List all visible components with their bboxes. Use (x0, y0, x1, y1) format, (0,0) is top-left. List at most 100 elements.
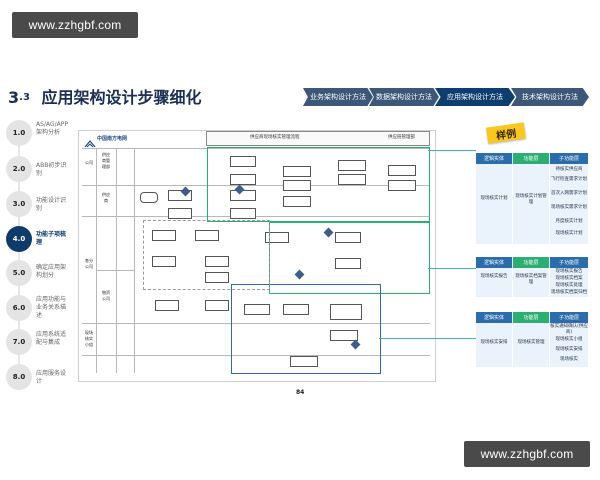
flow-box (168, 190, 192, 201)
highlight-blue-arrangement (231, 284, 381, 374)
panel-item: 现场核实 (560, 357, 578, 362)
flow-box (152, 256, 176, 267)
step-8-circle[interactable]: 8.0 (6, 364, 32, 390)
tab-data-architecture[interactable]: 数据架构设计方法 (369, 88, 439, 106)
flow-box (265, 232, 289, 243)
connector-line (379, 338, 476, 339)
flow-box (205, 272, 229, 283)
step-5-circle[interactable]: 5.0 (6, 260, 32, 286)
lane-label-materials: 物资公司 (102, 290, 110, 301)
mapping-panel-report: 逻辑实体 功能层 子功能层 现场核实报告 现场核实档案管理 现场核实报告 现场核… (476, 257, 588, 297)
panel-entity: 现场核实计划 (480, 196, 508, 201)
panel-divider (512, 164, 513, 244)
step-4-circle[interactable]: 4.0 (6, 226, 32, 252)
flow-box (168, 208, 192, 219)
flow-box (152, 230, 176, 241)
panel-item: 月度核实计划 (555, 219, 583, 224)
mapping-panel-arrangement: 逻辑实体 功能层 子功能层 现场核实安排 现场核实管理 核实通知确认(供应商) … (476, 312, 588, 367)
header-sub-function-layer: 子功能层 (550, 153, 588, 164)
header-function-layer: 功能层 (513, 257, 549, 268)
highlight-green-plan (207, 147, 430, 222)
connector-line (428, 268, 476, 269)
grid-line (82, 185, 430, 186)
flow-box (283, 180, 311, 191)
panel-item: 核实通知确认(供应商) (550, 324, 588, 335)
step-3-label: 功能设计识别 (36, 197, 67, 212)
watermark-top-text: www.zzhgbf.com (28, 18, 122, 32)
step-6-label: 应用功能与业务关系描述 (36, 296, 67, 319)
panel-entity: 现场核实报告 (480, 274, 508, 279)
grid-line (134, 148, 135, 373)
flow-box (330, 330, 358, 341)
flow-box (155, 300, 179, 311)
header-function-layer: 功能层 (513, 153, 549, 164)
panel-item: 待核实供应商 (555, 167, 583, 172)
flow-box (338, 160, 366, 171)
step-7-label: 应用系统适配与集成 (36, 331, 67, 346)
flow-box (335, 258, 361, 269)
sample-badge: 样例 (486, 122, 526, 144)
csg-logo-icon (84, 134, 96, 148)
flow-box (195, 230, 219, 241)
document-logo-text: 中国南方电网 (97, 136, 128, 142)
flow-box (244, 304, 270, 315)
flow-box (330, 304, 362, 320)
flow-box (388, 165, 416, 176)
flow-title-right: 供应链管理部 (388, 135, 415, 140)
section-sub-number: .3 (19, 92, 30, 103)
flow-box (335, 232, 361, 243)
panel-function: 现场核实管理 (517, 340, 545, 345)
tab-application-architecture[interactable]: 应用架构设计方法 (435, 88, 515, 106)
panel-item: 现场核实需求计划 (551, 205, 587, 210)
panel-divider (512, 323, 513, 367)
step-2-circle[interactable]: 2.0 (6, 156, 32, 182)
panel-item: 飞行检查需求计划 (551, 177, 587, 182)
lane-label-supplier: 供应商 (102, 192, 110, 203)
grid-line (82, 323, 430, 324)
step-1-circle[interactable]: 1.0 (6, 120, 32, 146)
panel-item: 现场核实档案归档 (551, 290, 587, 295)
panel-divider (512, 268, 513, 297)
header-logical-entity: 逻辑实体 (476, 257, 512, 268)
section-number: 3 (8, 88, 20, 107)
panel-entity: 现场核实安排 (480, 340, 508, 345)
step-2-label: ABB初步识别 (36, 162, 67, 177)
flow-box (283, 166, 311, 177)
panel-header: 逻辑实体 功能层 子功能层 (476, 312, 588, 323)
header-sub-function-layer: 子功能层 (550, 312, 588, 323)
panel-item: 现场核实计划 (555, 231, 583, 236)
flow-box (283, 196, 311, 207)
grid-line (116, 148, 117, 373)
flow-title: 供应商现场核实管理流程 (250, 135, 300, 140)
panel-item: 现场核实档案 (555, 276, 583, 281)
step-7-circle[interactable]: 7.0 (6, 329, 32, 355)
dashed-region (143, 220, 270, 290)
section-title: 3.3 应用架构设计步骤细化 (8, 84, 202, 108)
grid-line (96, 148, 97, 373)
document-page-number: 84 (296, 389, 305, 396)
header-logical-entity: 逻辑实体 (476, 153, 512, 164)
panel-function: 现场核实档案管理 (515, 274, 547, 285)
panel-item: 现场核实处理 (555, 283, 583, 288)
stepper-line (18, 128, 20, 388)
step-8-label: 应用服务设计 (36, 370, 67, 385)
panel-divider (549, 323, 550, 367)
step-3-circle[interactable]: 3.0 (6, 191, 32, 217)
panel-header: 逻辑实体 功能层 子功能层 (476, 153, 588, 164)
connector-line (428, 150, 476, 151)
lane-label-supplier-mgmt: 供应商管理部 (102, 152, 110, 169)
panel-header: 逻辑实体 功能层 子功能层 (476, 257, 588, 268)
flow-box (205, 256, 229, 267)
lane-label-branch: 各分公司 (85, 258, 93, 269)
flow-box (338, 174, 366, 185)
panel-item: 首次入网需求计划 (551, 191, 587, 196)
flow-box (388, 180, 416, 191)
watermark-top: www.zzhgbf.com (12, 12, 138, 38)
tab-technology-architecture[interactable]: 技术架构设计方法 (511, 88, 589, 106)
panel-item: 现场核实安排 (555, 347, 583, 352)
tab-business-architecture[interactable]: 业务架构设计方法 (303, 88, 373, 106)
step-1-label: AS/AG/APP架构分析 (36, 121, 68, 136)
flow-box (230, 174, 256, 185)
step-6-circle[interactable]: 6.0 (6, 295, 32, 321)
grid-line (82, 355, 430, 356)
